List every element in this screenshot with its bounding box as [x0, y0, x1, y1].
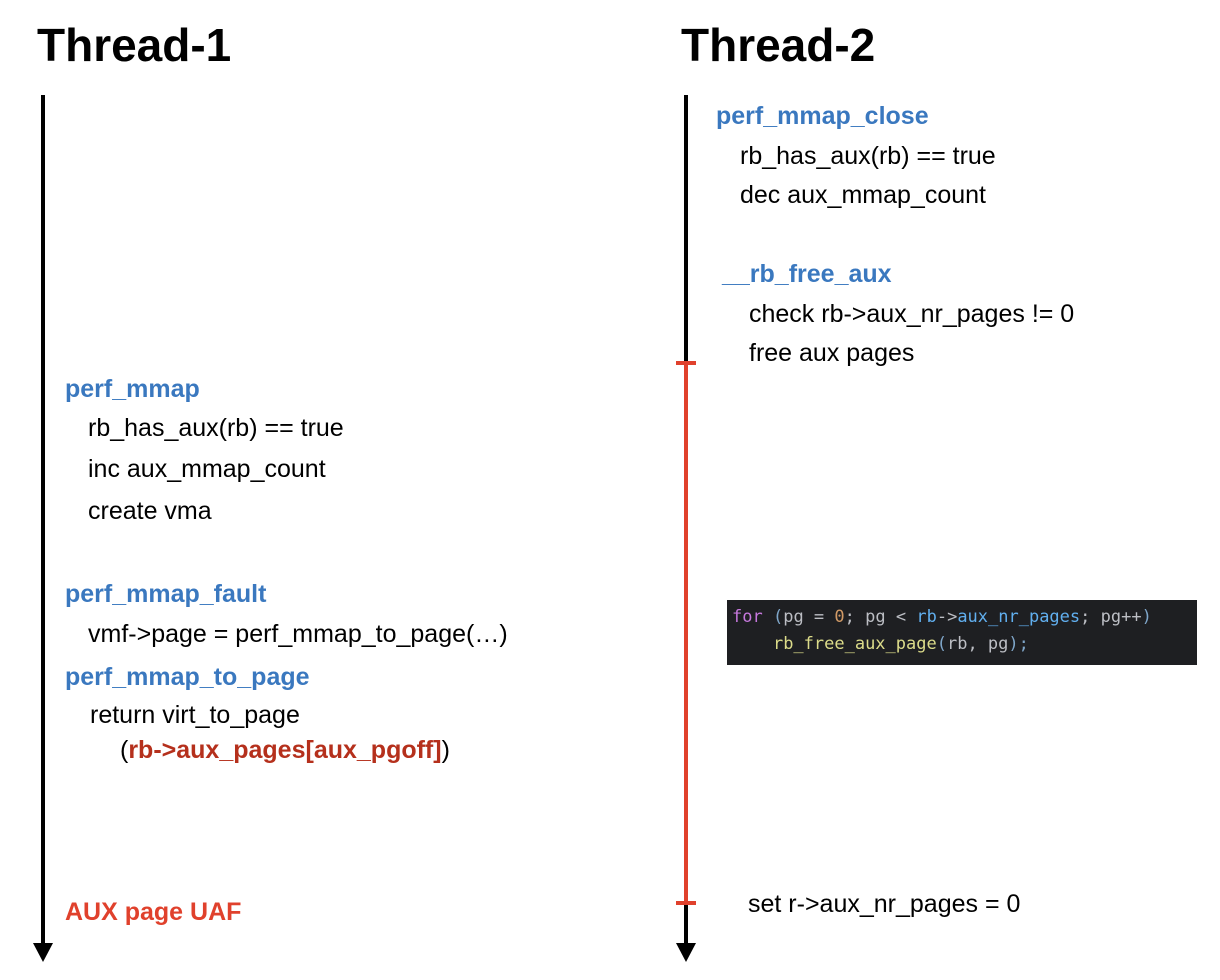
- code-token: pg++: [1100, 607, 1142, 627]
- code-token: pg: [865, 607, 886, 627]
- to-page-line-2: (rb->aux_pages[aux_pgoff]): [120, 738, 450, 763]
- code-indent: [732, 634, 773, 654]
- thread2-arrowhead: [676, 943, 696, 962]
- mmap-line-1: rb_has_aux(rb) == true: [88, 414, 344, 442]
- code-snippet: for (pg = 0; pg < rb->aux_nr_pages; pg++…: [727, 600, 1197, 665]
- close-line-1: rb_has_aux(rb) == true: [740, 142, 996, 170]
- code-token: (: [936, 634, 947, 654]
- fn-rb-free-aux: __rb_free_aux: [722, 260, 892, 288]
- code-function-call: rb_free_aux_page: [772, 634, 937, 654]
- paren-open: (: [120, 736, 129, 764]
- fn-perf-mmap-close: perf_mmap_close: [716, 102, 929, 130]
- fn-perf-mmap-fault: perf_mmap_fault: [65, 580, 267, 608]
- to-page-line-1: return virt_to_page: [90, 701, 300, 729]
- code-token: rb: [916, 607, 937, 627]
- fn-perf-mmap: perf_mmap: [65, 375, 200, 403]
- code-token: ;: [844, 607, 866, 627]
- code-token: <: [885, 607, 917, 627]
- paren-close: ): [441, 736, 450, 764]
- code-line-2: rb_free_aux_page(rb, pg);: [727, 631, 1197, 658]
- code-token: =: [803, 607, 835, 627]
- code-token: rb, pg: [946, 634, 1009, 654]
- code-token: pg: [783, 607, 804, 627]
- code-keyword: for: [732, 607, 763, 627]
- free-aux-line-1: check rb->aux_nr_pages != 0: [749, 300, 1075, 328]
- thread2-title: Thread-2: [681, 19, 876, 71]
- final-step: set r->aux_nr_pages = 0: [748, 890, 1021, 918]
- mmap-line-3: create vma: [88, 497, 212, 525]
- code-token: ->: [936, 607, 958, 627]
- mmap-line-2: inc aux_mmap_count: [88, 455, 326, 483]
- aux-pages-access: rb->aux_pages[aux_pgoff]: [128, 736, 442, 764]
- code-line-1: for (pg = 0; pg < rb->aux_nr_pages; pg++…: [727, 604, 1197, 631]
- code-token: aux_nr_pages: [957, 607, 1081, 627]
- fault-line-1: vmf->page = perf_mmap_to_page(…): [88, 620, 508, 648]
- code-token: 0: [834, 607, 845, 627]
- code-token: (: [762, 607, 784, 627]
- free-aux-line-2: free aux pages: [749, 339, 915, 367]
- uaf-label: AUX page UAF: [65, 898, 242, 926]
- code-token: );: [1008, 634, 1029, 654]
- code-token: ;: [1080, 607, 1101, 627]
- thread1-title: Thread-1: [37, 19, 232, 71]
- thread1-arrowhead: [33, 943, 53, 962]
- fn-perf-mmap-to-page: perf_mmap_to_page: [65, 663, 310, 691]
- code-token: ): [1141, 607, 1152, 627]
- close-line-2: dec aux_mmap_count: [740, 181, 986, 209]
